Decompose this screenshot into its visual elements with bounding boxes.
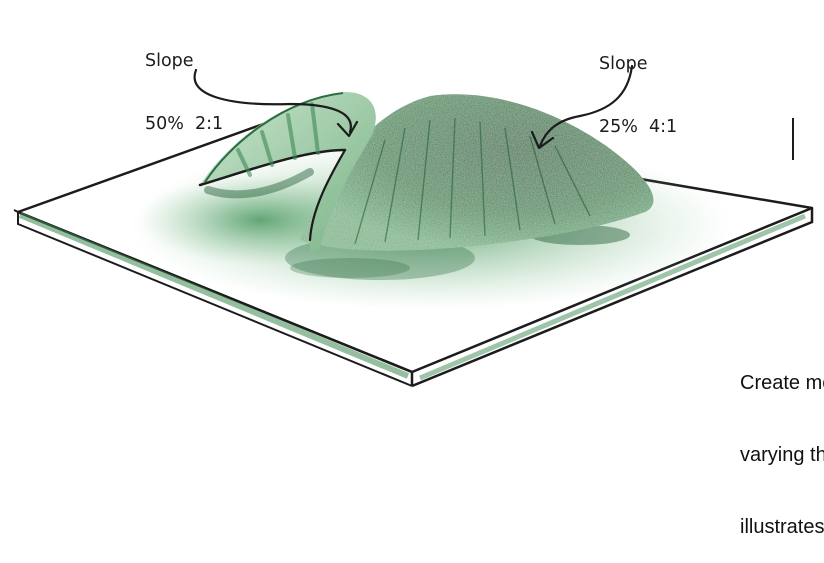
caption-line: Create more dramat bbox=[740, 371, 824, 395]
caption-text: Create more dramat varying their slopes … bbox=[740, 323, 824, 563]
right-slope-title: Slope bbox=[599, 54, 677, 75]
caption-line: varying their slopes bbox=[740, 443, 824, 467]
landform-sketch bbox=[0, 0, 824, 391]
caption-line: illustrates a landform bbox=[740, 515, 824, 539]
right-slope-ratio: 25% 4:1 bbox=[599, 117, 677, 138]
right-slope-label: Slope 25% 4:1 bbox=[599, 12, 677, 159]
left-slope-ratio: 50% 2:1 bbox=[145, 114, 223, 135]
left-slope-label: Slope 50% 2:1 bbox=[145, 9, 223, 156]
left-slope-title: Slope bbox=[145, 51, 223, 72]
